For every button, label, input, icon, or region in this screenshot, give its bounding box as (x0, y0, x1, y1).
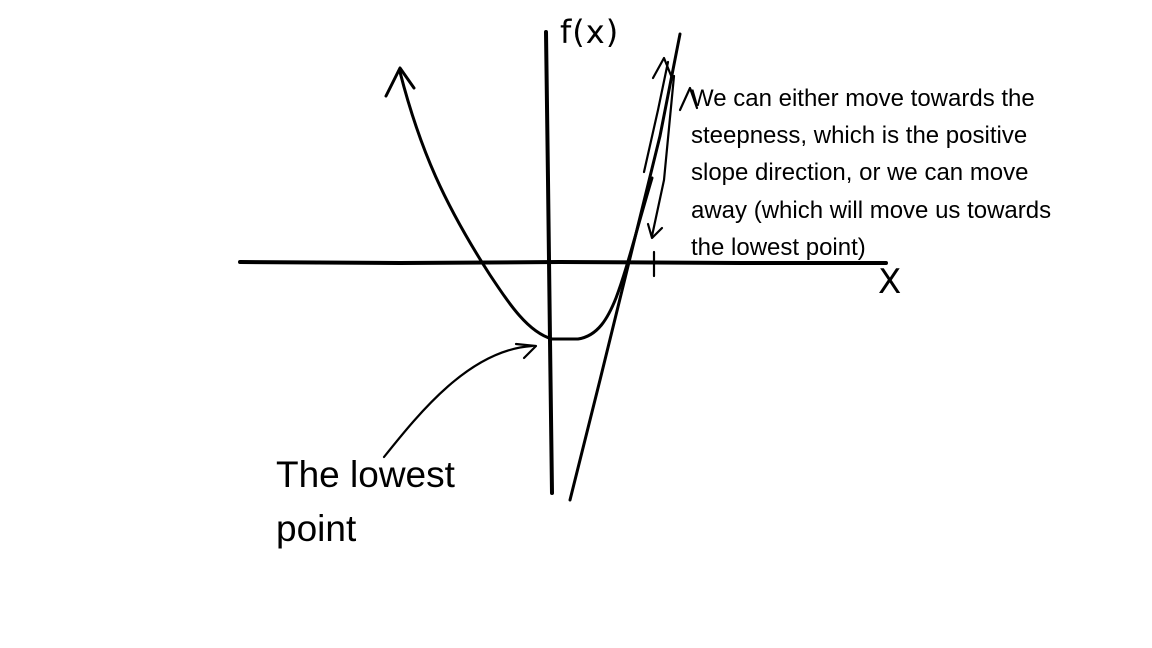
curve-arrowhead (384, 66, 416, 98)
x-axis (238, 260, 888, 265)
explanation-line: steepness, which is the positive (691, 122, 1028, 150)
lowest-point-line: The lowest (276, 454, 455, 495)
explanation-line: the lowest point) (691, 233, 866, 261)
label-pointer-arrowhead (678, 86, 699, 112)
slope-direction-arrow (642, 60, 670, 174)
away-direction-arrow (650, 74, 676, 238)
x-axis-label: X (878, 262, 902, 302)
explanation-line: away (which will move us towards (691, 196, 1052, 224)
explanation-line: We can either move towards the (691, 85, 1035, 112)
y-axis (544, 30, 554, 495)
lowest-point-pointer (382, 344, 534, 459)
pointer-arrowhead (514, 342, 538, 360)
explanation-text: We can either move towards the steepness… (691, 80, 1051, 266)
parabola-curve (398, 70, 654, 341)
lowest-point-line: point (276, 508, 357, 549)
slope-arrowhead-up (651, 56, 674, 80)
lowest-point-label: The lowest point (276, 448, 455, 556)
y-axis-label: f(x) (560, 13, 620, 51)
explanation-line: slope direction, or we can move (691, 159, 1029, 187)
away-arrowhead-down (646, 222, 664, 240)
tangent-line (568, 32, 682, 502)
